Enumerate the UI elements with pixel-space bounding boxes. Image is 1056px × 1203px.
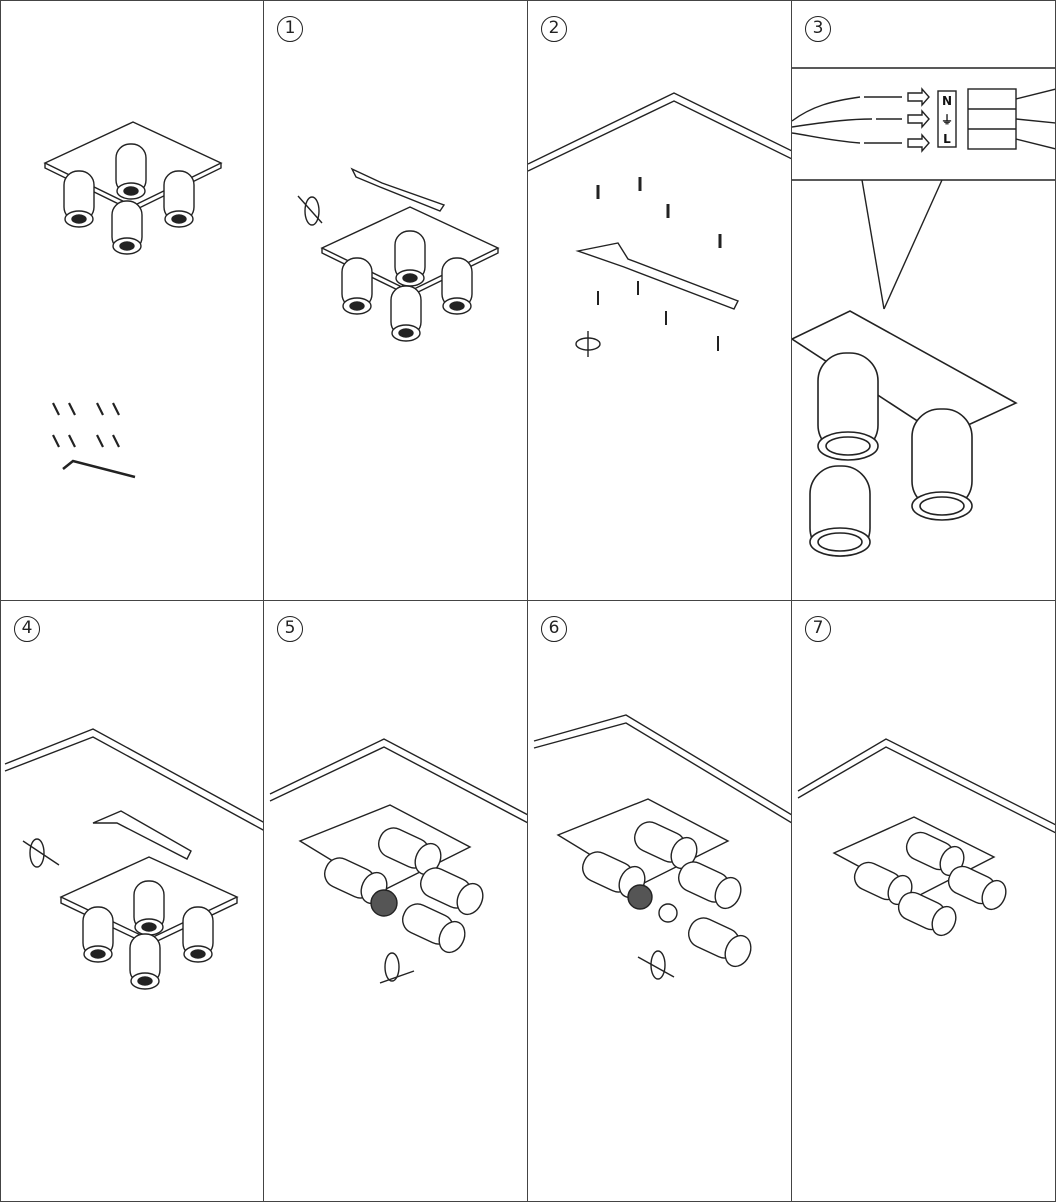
- step-number-badge: 2: [541, 16, 567, 42]
- lamp-fixture-illustration: [320, 206, 500, 342]
- step-number-badge: 6: [541, 616, 567, 642]
- ceiling-illustration: [528, 92, 791, 165]
- step-number-badge: 4: [14, 616, 40, 642]
- rotate-arrow-icon: [637, 950, 675, 980]
- step-number-badge: 3: [805, 16, 831, 42]
- mounting-bracket-illustration: [350, 167, 446, 212]
- lamp-fixture-illustration: [792, 310, 1018, 557]
- rotate-arrow-icon: [575, 331, 601, 357]
- rotate-arrow-icon: [22, 838, 60, 868]
- panel-step-6: 6: [528, 601, 792, 1202]
- terminal-label-neutral: N: [942, 94, 952, 108]
- panel-step-2: 2: [528, 0, 792, 601]
- terminal-label-live: L: [943, 132, 951, 146]
- rotate-arrow-icon: [297, 195, 323, 226]
- panel-step-3: N ⏚ L 3: [792, 0, 1056, 601]
- mounting-bracket-illustration: [575, 242, 739, 310]
- gu10-bulb-illustration: [627, 884, 653, 910]
- screws-illustration: [52, 402, 120, 448]
- ceiling-illustration: [533, 714, 791, 816]
- panel-step-4: 4: [0, 601, 264, 1202]
- step-number-badge: 1: [277, 16, 303, 42]
- ceiling-illustration: [269, 738, 527, 816]
- lamp-fixture-illustration: [832, 816, 1007, 937]
- wall-plugs-illustration: [596, 177, 722, 248]
- ceiling-illustration: [797, 738, 1055, 826]
- wires-illustration: [792, 87, 930, 153]
- rotate-arrow-icon: [379, 952, 415, 984]
- gu10-bulb-illustration: [370, 889, 398, 917]
- terminal-block-illustration: N ⏚ L: [937, 88, 1055, 150]
- panel-step-5: 5: [264, 601, 528, 1202]
- step-number-badge: 7: [805, 616, 831, 642]
- lamp-fixture-illustration: [59, 856, 239, 990]
- screws-illustration: [597, 281, 719, 351]
- hex-key-illustration: [62, 459, 136, 479]
- panel-parts: [0, 0, 264, 601]
- panel-step-1: 1: [264, 0, 528, 601]
- lamp-fixture-illustration: [43, 121, 223, 255]
- lamp-fixture-illustration: [556, 798, 752, 968]
- ceiling-illustration: [4, 728, 263, 823]
- lamp-fixture-illustration: [298, 804, 484, 954]
- step-number-badge: 5: [277, 616, 303, 642]
- panel-step-7: 7: [792, 601, 1056, 1202]
- mounting-bracket-illustration: [92, 810, 192, 860]
- terminal-label-earth: ⏚: [941, 113, 953, 127]
